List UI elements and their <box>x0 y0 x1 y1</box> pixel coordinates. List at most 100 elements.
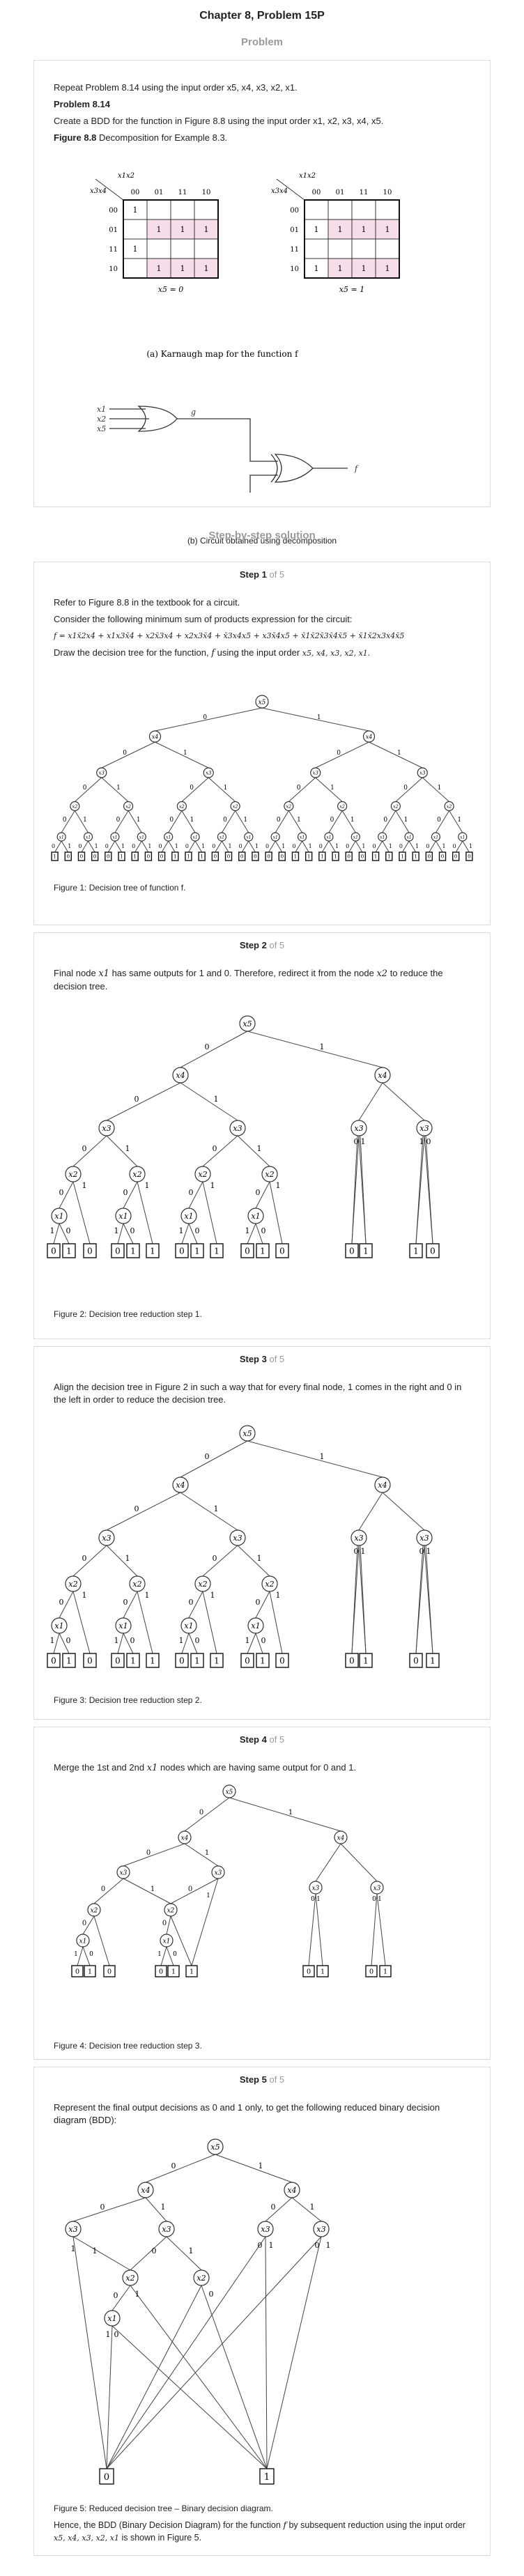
kmap-right-cell-value: 1 <box>385 225 390 234</box>
tree-1-node-label: x1 <box>59 835 64 840</box>
tree-2-node-label: x5 <box>242 1019 252 1028</box>
tree-5-node-label: x2 <box>196 2274 206 2283</box>
tree-1-leaf <box>224 851 233 861</box>
tree-2-edge <box>180 1031 248 1068</box>
tree-3-node-label: x3 <box>354 1534 363 1543</box>
kmap-right-cell <box>375 238 400 259</box>
tree-2-node-label: x2 <box>68 1170 77 1179</box>
tree-1-edge-label: 1 <box>224 785 228 792</box>
tree-4-edge <box>376 1893 386 1966</box>
tree-1-leaf <box>358 851 367 861</box>
tree-2-edge-label: 0 <box>134 1095 139 1104</box>
tree-2-node-label: x1 <box>54 1212 63 1221</box>
tree-1-edge <box>101 777 129 802</box>
tree-4-leaf-value: 1 <box>171 1968 176 1976</box>
step-2-text: Final node x1 has same outputs for 1 and… <box>54 968 443 992</box>
tree-1-edge <box>81 840 88 853</box>
tree-1-edge-label: 1 <box>183 750 187 757</box>
step-3-card: Step 3 of 5 Align the decision tree in F… <box>33 1346 491 1720</box>
tree-3-edge-label: 0 <box>195 1636 200 1645</box>
tree-1-leaf-value: 1 <box>401 854 404 860</box>
tree-4-node-label: x4 <box>337 1835 345 1842</box>
tree-3-leaf <box>111 1653 125 1668</box>
tree-3-leaf <box>83 1653 97 1668</box>
tree-5-node <box>104 2310 121 2327</box>
tree-1-edge <box>61 840 69 853</box>
tree-5-edge <box>291 2197 322 2222</box>
tree-2-node-label: x1 <box>251 1212 260 1221</box>
tree-4-edge <box>82 1946 91 1966</box>
tree-3-edge <box>181 1633 190 1654</box>
tree-1-edge <box>315 777 343 802</box>
tree-3-node <box>247 1617 264 1634</box>
tree-4-leaf <box>155 1965 167 1977</box>
tree-2-edge-label: 0 <box>130 1226 135 1235</box>
tree-2-edge-label: 1 <box>210 1181 215 1190</box>
kmap-right-cell-value: 1 <box>314 225 319 234</box>
tree-1-leaf <box>131 851 139 861</box>
tree-3-edge <box>72 1545 107 1577</box>
kmap-right-cell-value: 1 <box>385 264 390 273</box>
problem-text-2: Create a BDD for the function in Figure … <box>54 116 384 126</box>
decomposition-circuit: x1 x2 x5 x3 x4 g k f <box>97 405 359 493</box>
tree-3-edge <box>123 1633 134 1654</box>
chapter-title: Chapter 8, Problem 15P <box>199 10 325 22</box>
tree-2-edge <box>53 1223 60 1244</box>
tree-2-edge-label: 1 <box>114 1226 119 1235</box>
tree-3-edge-label: 1 <box>361 1547 366 1556</box>
tree-1-node-label: x2 <box>233 803 238 809</box>
tree-3-leaf-value: 0 <box>87 1656 93 1665</box>
kmap-left-row-label: 00 <box>109 207 118 215</box>
tree-1-leaf <box>452 851 460 861</box>
tree-1-leaf-value: 0 <box>240 854 244 860</box>
kmap-left-cell-value: 1 <box>133 245 138 254</box>
tree-1-node-label: x1 <box>460 835 465 840</box>
tree-3-edge <box>360 1545 367 1654</box>
tree-1-edge <box>295 840 302 853</box>
tree-1-leaf <box>64 851 72 861</box>
kmap-right-row-label: 11 <box>290 246 299 254</box>
kmap-right-cell <box>304 238 329 259</box>
tree-1-edge-label: 0 <box>297 785 301 792</box>
tree-2-edge-label: 1 <box>257 1144 262 1153</box>
tree-4-node-label: x1 <box>163 1938 171 1945</box>
tree-1-node-label: x4 <box>152 734 159 740</box>
tree-1-leaf-value: 0 <box>93 854 97 860</box>
tree-1-leaf-value: 1 <box>120 854 123 860</box>
tree-1-leaf-value: 1 <box>53 854 56 860</box>
tree-5-edge <box>130 2236 167 2271</box>
tree-5-leaf <box>259 2468 275 2485</box>
tree-2-edge-label: 1 <box>145 1181 150 1190</box>
tree-1-node <box>123 801 134 812</box>
tree-1-leaf-value: 0 <box>347 854 350 860</box>
tree-5-leaf-value: 0 <box>104 2472 109 2483</box>
kmap-right-cell <box>375 219 400 240</box>
tree-3-leaf <box>190 1653 204 1668</box>
tree-3-edge-label: 0 <box>134 1504 139 1513</box>
tree-5-edge <box>111 2325 268 2469</box>
tree-1-edge-label: 1 <box>68 843 71 849</box>
tree-1-edge-label: 0 <box>383 817 387 824</box>
tree-5-edge <box>266 2236 322 2469</box>
tree-3-node <box>261 1575 278 1592</box>
tree-3-leaf-value: 1 <box>66 1656 72 1665</box>
tree-2-node <box>239 1015 256 1032</box>
tree-3-leaf <box>409 1653 423 1668</box>
tree-1-edge <box>462 840 470 853</box>
tree-1-edge-label: 1 <box>201 843 205 849</box>
tree-1-edge <box>141 840 149 853</box>
tree-3-edge-label: 0 <box>256 1598 261 1607</box>
tree-3-edge-label: 1 <box>145 1591 150 1600</box>
tree-3-edge <box>59 1591 74 1619</box>
tree-1-edge-label: 0 <box>159 843 162 849</box>
tree-5-edge <box>265 2236 268 2469</box>
tree-1-edge-label: 1 <box>228 843 231 849</box>
tree-3-leaf <box>146 1653 160 1668</box>
tree-1-edge-label: 0 <box>403 785 408 792</box>
tree-4-leaf <box>71 1965 84 1977</box>
tree-1-node-label: x4 <box>366 734 373 740</box>
tree-1-edge-label: 0 <box>169 817 174 824</box>
tree-1-node-label: x1 <box>192 835 197 840</box>
tree-1-edge <box>275 840 283 853</box>
